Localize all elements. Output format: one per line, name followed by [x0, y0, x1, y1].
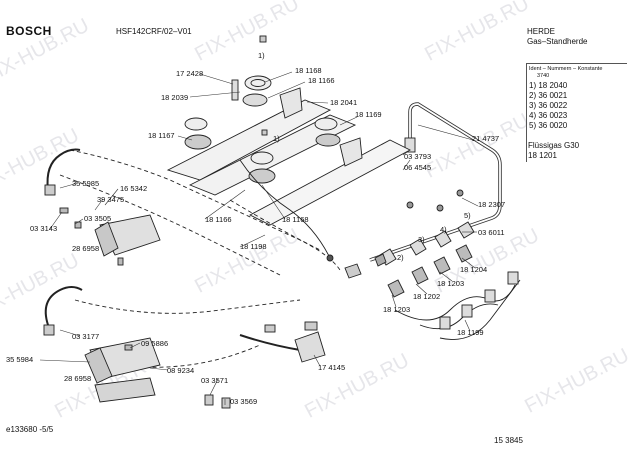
- part-label: 1): [258, 51, 265, 60]
- part-label: 18 1168: [282, 215, 309, 224]
- part-label: 09 5886: [141, 339, 169, 348]
- part-label: 03 3793: [404, 152, 432, 161]
- sheet-number: 15 3845: [494, 436, 523, 445]
- part-label: 5): [464, 211, 471, 220]
- part-label: 28 6958: [64, 374, 92, 383]
- part-label: 18 1198: [240, 242, 267, 251]
- ident-row: 2) 36 0021: [529, 91, 568, 100]
- part-label: 03 3177: [72, 332, 100, 341]
- part-label: 18 1166: [205, 215, 232, 224]
- model-number: HSF142CRF/02–V01: [116, 27, 192, 36]
- part-label: 3): [418, 235, 425, 244]
- ident-row: 1) 18 2040: [529, 81, 568, 90]
- part-label: 18 1202: [413, 292, 441, 301]
- ident-panel: Ident – Nummern – Konstante 3740 1) 18 2…: [526, 63, 627, 162]
- part-label: 18 2307: [478, 200, 506, 209]
- part-label: 16 5342: [120, 184, 148, 193]
- ident-title: Ident – Nummern – Konstante: [529, 66, 603, 72]
- part-label: 18 2039: [161, 93, 189, 102]
- part-label: 03 3571: [201, 376, 229, 385]
- part-label: 03 3505: [84, 214, 112, 223]
- part-label: 21 4737: [472, 134, 500, 143]
- part-label: 28 6958: [72, 244, 100, 253]
- category-subtitle: Gas–Standherde: [527, 37, 588, 46]
- part-label: 18 1199: [457, 328, 484, 337]
- part-label: 17 2428: [176, 69, 204, 78]
- part-label: 03 3569: [230, 397, 258, 406]
- part-label: 39 3475: [97, 195, 125, 204]
- part-label: 18 2041: [330, 98, 358, 107]
- part-label: 4): [440, 225, 447, 234]
- part-label: 18 1203: [383, 305, 411, 314]
- part-label: 08 9234: [167, 366, 195, 375]
- part-label: 18 1169: [355, 110, 382, 119]
- ident-row: 4) 36 0023: [529, 111, 568, 120]
- part-label: 18 1167: [148, 131, 175, 140]
- part-label: 35 5985: [72, 179, 100, 188]
- ident-row: 5) 36 0020: [529, 121, 568, 130]
- part-label: 1): [273, 134, 280, 143]
- part-label: 18 1204: [460, 265, 488, 274]
- part-label: 35 5984: [6, 355, 34, 364]
- part-label: 06 4545: [404, 163, 432, 172]
- part-label: 2): [397, 253, 404, 262]
- ident-number: 3740: [537, 73, 550, 79]
- part-label: 18 1203: [437, 279, 465, 288]
- gas-part-number: 18 1201: [528, 151, 557, 160]
- category-title: HERDE: [527, 27, 556, 36]
- part-label: 03 6011: [478, 228, 505, 237]
- part-label: 18 1166: [308, 76, 335, 85]
- gas-type: Flüssigas G30: [528, 141, 580, 150]
- ident-row: 3) 36 0022: [529, 101, 568, 110]
- part-label: 18 1168: [295, 66, 322, 75]
- brand-logo: BOSCH: [6, 24, 52, 38]
- doc-id: e133680 -5/5: [6, 425, 54, 434]
- part-label: 17 4145: [318, 363, 346, 372]
- part-label: 03 3143: [30, 224, 58, 233]
